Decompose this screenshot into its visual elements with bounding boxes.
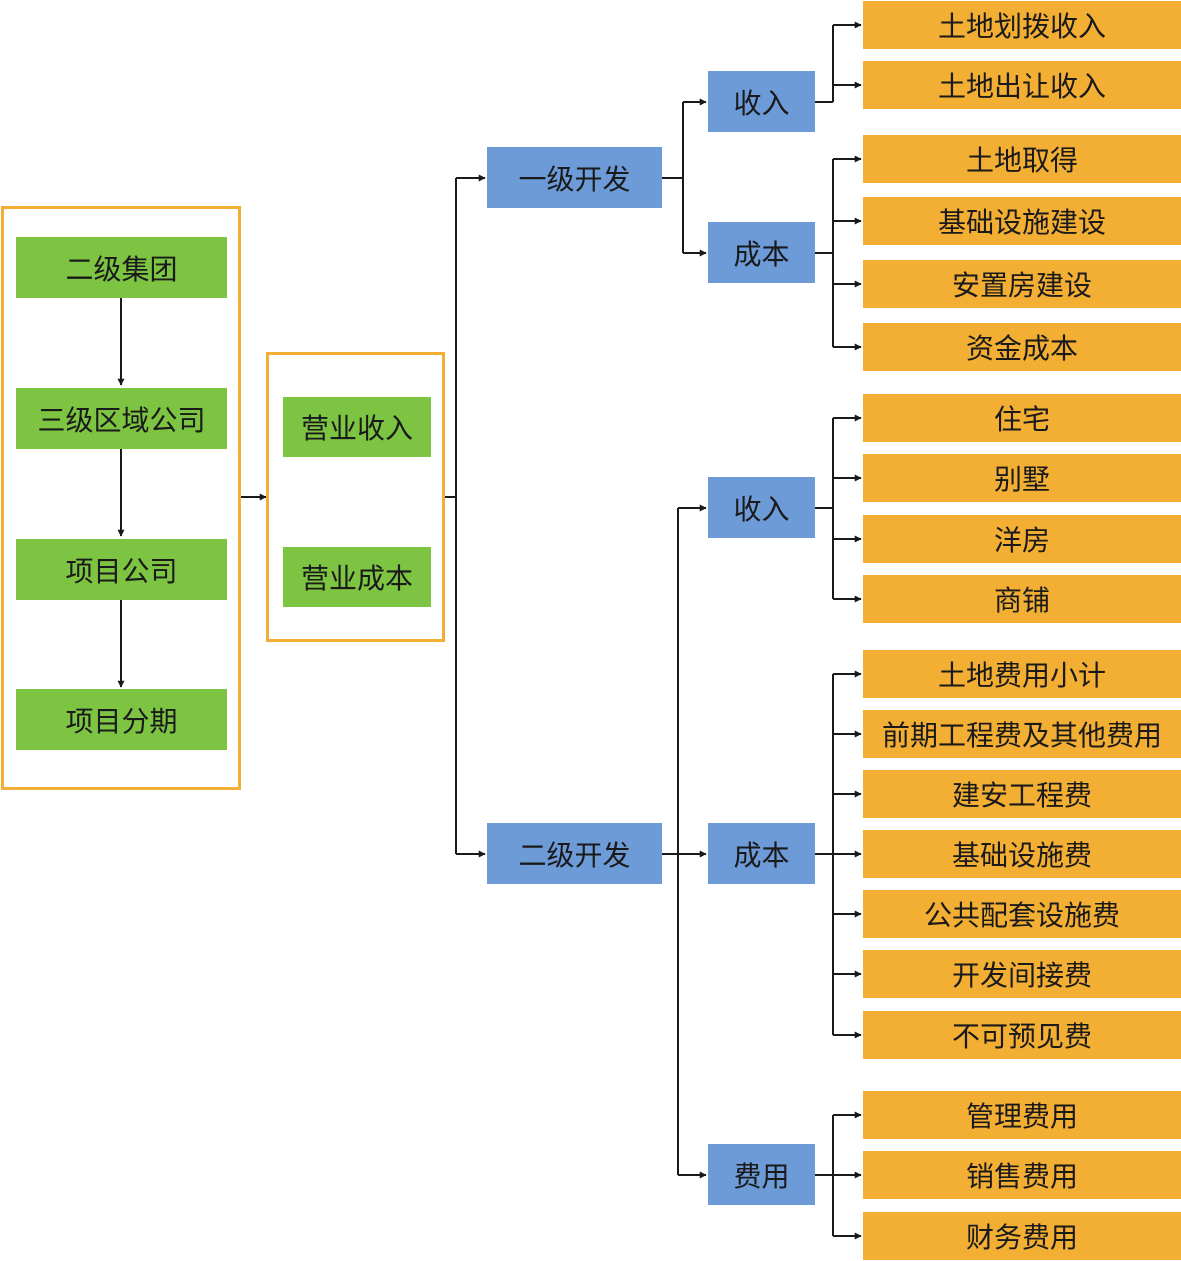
leaf-item: 建安工程费 bbox=[863, 770, 1181, 818]
leaf-item: 商铺 bbox=[863, 575, 1181, 623]
node-operating-revenue: 营业收入 bbox=[283, 397, 431, 457]
node-regional-company: 三级区域公司 bbox=[16, 388, 227, 449]
leaf-item: 安置房建设 bbox=[863, 260, 1181, 308]
node-group: 二级集团 bbox=[16, 237, 227, 298]
leaf-item: 资金成本 bbox=[863, 323, 1181, 371]
leaf-item: 财务费用 bbox=[863, 1212, 1181, 1260]
node-secondary-expense: 费用 bbox=[708, 1144, 815, 1205]
leaf-item: 别墅 bbox=[863, 454, 1181, 502]
leaf-item: 销售费用 bbox=[863, 1151, 1181, 1199]
leaf-item: 开发间接费 bbox=[863, 950, 1181, 998]
leaf-item: 前期工程费及其他费用 bbox=[863, 710, 1181, 758]
leaf-item: 管理费用 bbox=[863, 1091, 1181, 1139]
leaf-item: 土地出让收入 bbox=[863, 61, 1181, 109]
leaf-item: 住宅 bbox=[863, 394, 1181, 442]
leaf-item: 基础设施建设 bbox=[863, 197, 1181, 245]
hierarchy-frame bbox=[1, 206, 241, 790]
node-secondary-cost: 成本 bbox=[708, 823, 815, 884]
leaf-item: 不可预见费 bbox=[863, 1011, 1181, 1059]
business-frame bbox=[266, 352, 445, 642]
leaf-item: 土地划拨收入 bbox=[863, 1, 1181, 49]
leaf-item: 土地费用小计 bbox=[863, 650, 1181, 698]
node-secondary-income: 收入 bbox=[708, 477, 815, 538]
node-secondary-dev: 二级开发 bbox=[487, 823, 662, 884]
node-operating-cost: 营业成本 bbox=[283, 547, 431, 607]
node-project-company: 项目公司 bbox=[16, 539, 227, 600]
leaf-item: 基础设施费 bbox=[863, 830, 1181, 878]
node-project-phase: 项目分期 bbox=[16, 689, 227, 750]
leaf-item: 公共配套设施费 bbox=[863, 890, 1181, 938]
leaf-item: 洋房 bbox=[863, 515, 1181, 563]
node-primary-income: 收入 bbox=[708, 71, 815, 132]
node-primary-cost: 成本 bbox=[708, 222, 815, 283]
leaf-item: 土地取得 bbox=[863, 135, 1181, 183]
node-primary-dev: 一级开发 bbox=[487, 147, 662, 208]
